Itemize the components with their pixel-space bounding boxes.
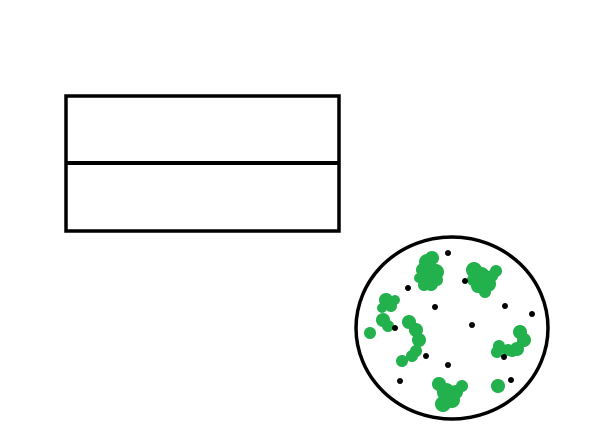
- black-dot: [392, 325, 398, 331]
- green-blobs: [364, 251, 531, 412]
- black-dot: [469, 322, 475, 328]
- green-blob-3: [364, 293, 400, 339]
- blob-part: [412, 333, 426, 347]
- blob-part: [491, 379, 505, 393]
- green-blob-5: [491, 325, 531, 358]
- black-dot: [529, 311, 535, 317]
- green-blob-1: [414, 251, 444, 291]
- black-dot: [423, 353, 429, 359]
- black-dot: [405, 285, 411, 291]
- blob-part: [406, 350, 418, 362]
- blob-part: [431, 274, 443, 286]
- green-blob-2: [466, 262, 502, 298]
- circle-group: [354, 235, 550, 421]
- blob-part: [364, 327, 376, 339]
- black-dots: [392, 250, 535, 384]
- circle-outline: [354, 235, 550, 421]
- black-dot: [445, 250, 451, 256]
- blob-part: [414, 273, 424, 283]
- black-dot: [432, 304, 438, 310]
- green-blob-4: [396, 315, 426, 367]
- blob-part: [425, 251, 439, 265]
- blob-part: [382, 320, 394, 332]
- split-rectangle: [64, 94, 341, 233]
- blob-part: [490, 265, 502, 277]
- blob-part: [396, 355, 408, 367]
- blob-part: [491, 346, 503, 358]
- blob-part: [467, 274, 479, 286]
- blob-part: [390, 295, 400, 305]
- blob-part: [506, 345, 518, 357]
- blob-part: [479, 286, 491, 298]
- green-blob-6: [432, 377, 468, 412]
- black-dot: [501, 354, 507, 360]
- black-dot: [445, 362, 451, 368]
- black-dot: [462, 278, 468, 284]
- blob-part: [456, 380, 468, 392]
- black-dot: [397, 378, 403, 384]
- black-dot: [508, 377, 514, 383]
- black-dot: [502, 303, 508, 309]
- blob-part: [377, 303, 387, 313]
- green-blob-7: [491, 379, 505, 393]
